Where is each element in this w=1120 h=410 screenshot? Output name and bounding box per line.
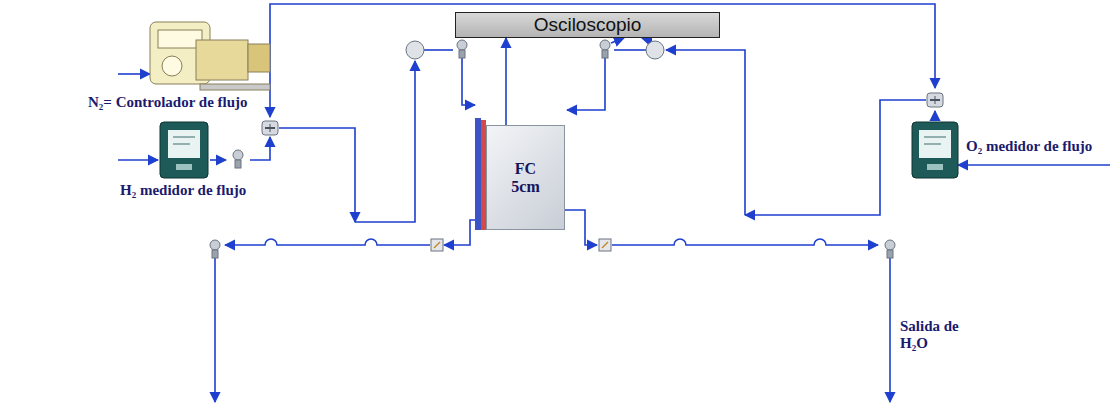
flow-controller-label: N₂= Controlador de flujo	[86, 94, 250, 111]
node-text: FC 5cm	[504, 160, 548, 196]
fuel-cell-box: FC 5cm	[486, 125, 565, 230]
flow-meter-label: H₂ medidor de flujo	[118, 182, 248, 199]
water-outlet-label: Salida de H₂O	[898, 318, 964, 353]
oscilloscope-box: Osciloscopio	[455, 12, 720, 38]
flow-meter-label: O₂ medidor de flujo	[964, 138, 1094, 155]
node-text: Osciloscopio	[534, 14, 642, 36]
signal-connector	[505, 38, 507, 125]
